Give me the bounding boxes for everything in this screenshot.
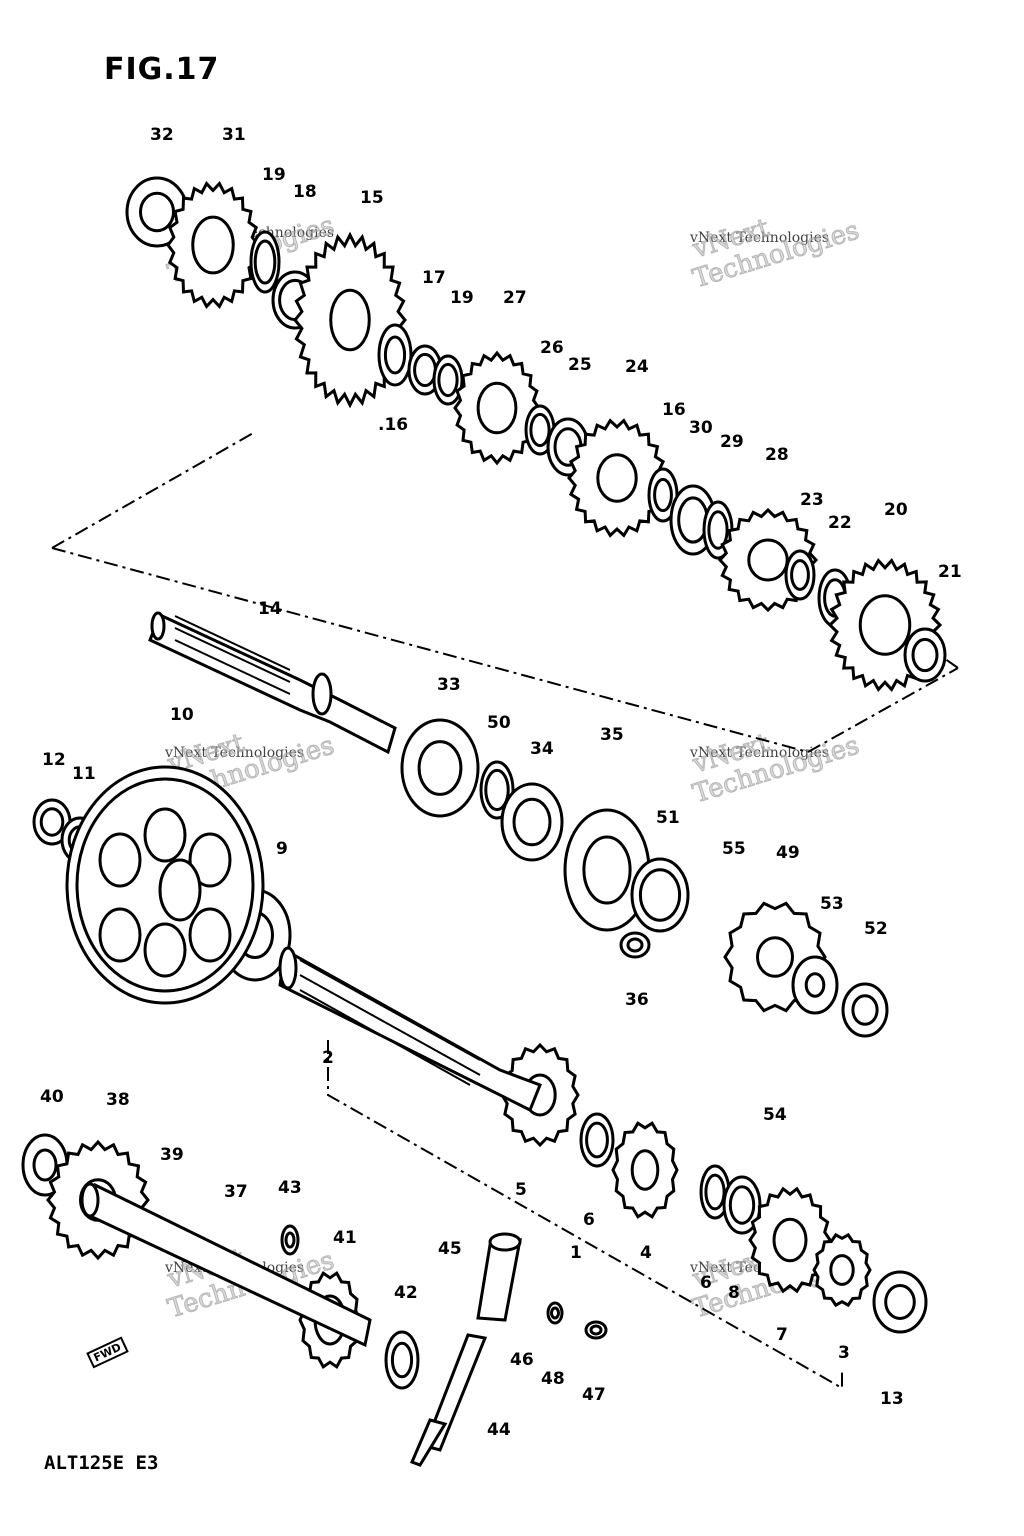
bearing-33 bbox=[402, 720, 478, 816]
part-number-label: 17 bbox=[422, 268, 446, 288]
part-number-label: 10 bbox=[170, 705, 194, 725]
part-number-label: 34 bbox=[530, 739, 554, 759]
model-code: ALT125E E3 bbox=[44, 1452, 159, 1474]
part-number-label: 2 bbox=[322, 1048, 334, 1068]
washer-42 bbox=[386, 1332, 418, 1388]
bushing-21 bbox=[905, 629, 945, 681]
part-number-label: 5 bbox=[515, 1180, 527, 1200]
part-number-label: 30 bbox=[689, 418, 713, 438]
part-number-label: 54 bbox=[763, 1105, 787, 1125]
part-number-label: 28 bbox=[765, 445, 789, 465]
part-number-label: 3 bbox=[838, 1343, 850, 1363]
spacer-51 bbox=[632, 859, 688, 931]
part-number-label: 16 bbox=[662, 400, 686, 420]
part-number-label: 1 bbox=[570, 1243, 582, 1263]
washer-26 bbox=[526, 406, 554, 454]
group-frame-upper bbox=[51, 431, 959, 753]
washer-6 bbox=[581, 1114, 613, 1166]
kick-shaft-44 bbox=[410, 1232, 522, 1467]
bolt-36 bbox=[621, 933, 649, 957]
primary-driven-gear-10 bbox=[65, 765, 265, 1005]
main-shaft-2 bbox=[278, 946, 542, 1113]
part-number-label: 15 bbox=[360, 188, 384, 208]
figure-title: FIG.17 bbox=[104, 52, 220, 87]
part-number-label: 13 bbox=[880, 1389, 904, 1409]
washer-6b bbox=[701, 1166, 729, 1218]
gear-3 bbox=[814, 1235, 870, 1305]
oil-seal-34 bbox=[502, 784, 562, 860]
bearing-13 bbox=[874, 1272, 926, 1332]
shift-shaft-39 bbox=[80, 1182, 372, 1348]
part-number-label: 4 bbox=[640, 1243, 652, 1263]
part-number-label: 6 bbox=[700, 1273, 712, 1293]
part-number-label: 38 bbox=[106, 1090, 130, 1110]
part-number-label: 27 bbox=[503, 288, 527, 308]
washer-23 bbox=[786, 551, 814, 599]
part-number-label: 45 bbox=[438, 1239, 462, 1259]
gear-31 bbox=[168, 184, 258, 307]
part-number-label: 26 bbox=[540, 338, 564, 358]
part-number-label: 36 bbox=[625, 990, 649, 1010]
bushing-16b bbox=[649, 469, 677, 521]
part-number-label: 50 bbox=[487, 713, 511, 733]
gear-15 bbox=[295, 235, 405, 405]
circlip-19 bbox=[434, 356, 462, 404]
part-number-label: 19 bbox=[262, 165, 286, 185]
bolt-47 bbox=[586, 1322, 606, 1338]
part-number-label: 23 bbox=[800, 490, 824, 510]
nut-52 bbox=[843, 984, 887, 1036]
washer-48 bbox=[548, 1303, 562, 1323]
part-number-label: 42 bbox=[394, 1283, 418, 1303]
part-number-label: 12 bbox=[42, 750, 66, 770]
part-number-label: 29 bbox=[720, 432, 744, 452]
part-number-label: 11 bbox=[72, 764, 96, 784]
part-number-label: 25 bbox=[568, 355, 592, 375]
part-number-label: 9 bbox=[276, 839, 288, 859]
part-number-label: 31 bbox=[222, 125, 246, 145]
group-frame-lower bbox=[327, 1040, 843, 1390]
part-number-label: 22 bbox=[828, 513, 852, 533]
part-number-label: 52 bbox=[864, 919, 888, 939]
part-number-label: 6 bbox=[583, 1210, 595, 1230]
part-number-label: 40 bbox=[40, 1087, 64, 1107]
part-number-label: 43 bbox=[278, 1178, 302, 1198]
part-number-label: 44 bbox=[487, 1420, 511, 1440]
washer-19 bbox=[251, 232, 279, 292]
part-number-label: 32 bbox=[150, 125, 174, 145]
pin-43 bbox=[282, 1226, 298, 1254]
part-number-label: 46 bbox=[510, 1350, 534, 1370]
gear-27 bbox=[455, 353, 539, 463]
countershaft-14 bbox=[148, 611, 397, 755]
bushing-16 bbox=[379, 325, 411, 385]
part-number-label: 41 bbox=[333, 1228, 357, 1248]
part-number-label: 37 bbox=[224, 1182, 248, 1202]
part-number-label: 7 bbox=[776, 1325, 788, 1345]
part-number-label: 24 bbox=[625, 357, 649, 377]
part-number-label: 8 bbox=[728, 1283, 740, 1303]
part-number-label: 39 bbox=[160, 1145, 184, 1165]
plate-35 bbox=[565, 810, 649, 930]
part-number-label: 18 bbox=[293, 182, 317, 202]
part-number-label: 47 bbox=[582, 1385, 606, 1405]
part-number-label: 49 bbox=[776, 843, 800, 863]
part-number-label: 20 bbox=[884, 500, 908, 520]
part-number-label: 51 bbox=[656, 808, 680, 828]
part-number-label: 19 bbox=[450, 288, 474, 308]
part-number-label: 14 bbox=[258, 599, 282, 619]
part-number-label: 48 bbox=[541, 1369, 565, 1389]
gear-7 bbox=[750, 1189, 830, 1291]
part-number-label: 53 bbox=[820, 894, 844, 914]
part-number-label: 55 bbox=[722, 839, 746, 859]
part-number-label: .16 bbox=[378, 415, 408, 435]
part-number-label: 35 bbox=[600, 725, 624, 745]
part-number-label: 21 bbox=[938, 562, 962, 582]
washer-53 bbox=[793, 957, 837, 1013]
part-number-label: 33 bbox=[437, 675, 461, 695]
gear-4 bbox=[613, 1123, 677, 1217]
gear-24 bbox=[569, 421, 665, 536]
